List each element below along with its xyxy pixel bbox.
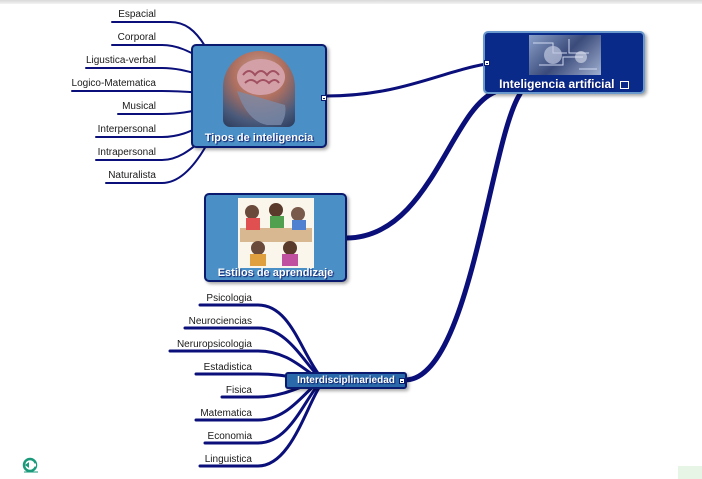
- inter-leaf-connectors: [168, 303, 322, 468]
- node-estilos-de-aprendizaje[interactable]: Estilos de aprendizaje: [204, 193, 347, 282]
- children-studying-image: [238, 198, 314, 268]
- computer-icon[interactable]: [619, 81, 629, 89]
- leaf-psicologia[interactable]: Psicologia: [206, 293, 252, 304]
- back-arrow-icon[interactable]: [22, 457, 38, 473]
- node-interdisciplinariedad[interactable]: Interdisciplinariedad: [285, 372, 407, 389]
- node-tipos-de-inteligencia[interactable]: Tipos de inteligencia: [191, 44, 327, 148]
- leaf-fisica[interactable]: Fisica: [225, 385, 252, 396]
- brain-icon: [237, 59, 286, 125]
- leaf-neruropsicologia[interactable]: Neruropsicologia: [176, 339, 252, 350]
- leaf-espacial[interactable]: Espacial: [118, 9, 156, 20]
- inter-label: Interdisciplinariedad: [297, 375, 395, 386]
- leaf-linguistica[interactable]: Linguistica: [204, 454, 252, 465]
- leaf-economia[interactable]: Economia: [207, 431, 252, 442]
- estilos-label: Estilos de aprendizaje: [217, 267, 334, 279]
- brain-head-image: [223, 51, 295, 127]
- leaf-logico-matematica[interactable]: Logico-Matematica: [71, 78, 156, 89]
- top-toolbar-strip: [0, 0, 702, 4]
- link-inter: [402, 91, 523, 383]
- link-tipos: [324, 62, 488, 98]
- tipos-label: Tipos de inteligencia: [204, 132, 314, 144]
- leaf-estadistica[interactable]: Estadistica: [203, 362, 252, 373]
- leaf-ligustica-verbal[interactable]: Ligustica-verbal: [85, 55, 156, 66]
- collapse-toggle-inter[interactable]: [399, 378, 405, 384]
- robot-face-circuit-image: [529, 35, 601, 75]
- central-label: Inteligencia artificial: [485, 77, 643, 91]
- node-inteligencia-artificial[interactable]: Inteligencia artificial: [483, 31, 645, 94]
- link-estilos: [343, 89, 498, 241]
- leaf-musical[interactable]: Musical: [122, 101, 156, 112]
- children-icon: [240, 203, 312, 266]
- collapse-toggle-tipos[interactable]: [321, 95, 327, 101]
- leaf-neurociencias[interactable]: Neurociencias: [188, 316, 252, 327]
- leaf-matematica[interactable]: Matematica: [200, 408, 252, 419]
- leaf-interpersonal[interactable]: Interpersonal: [97, 124, 156, 135]
- circuit-icon: [533, 39, 597, 70]
- leaf-intrapersonal[interactable]: Intrapersonal: [97, 147, 156, 158]
- corner-panel: [678, 466, 702, 479]
- leaf-naturalista[interactable]: Naturalista: [108, 170, 156, 181]
- central-label-text: Inteligencia artificial: [499, 77, 615, 91]
- leaf-corporal[interactable]: Corporal: [117, 32, 156, 43]
- collapse-toggle-central[interactable]: [484, 60, 490, 66]
